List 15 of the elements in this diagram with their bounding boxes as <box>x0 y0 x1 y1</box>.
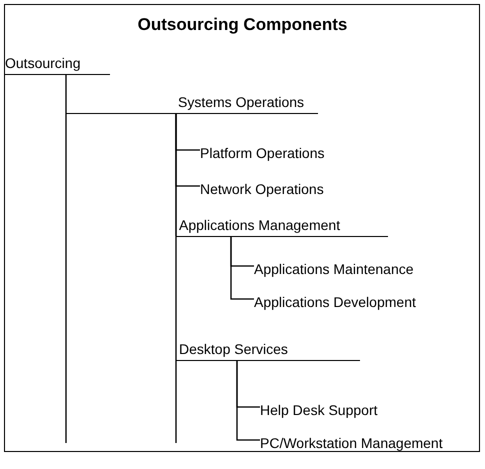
title: Outsourcing Components <box>136 14 348 36</box>
connector-line <box>65 74 67 113</box>
tree-item: Applications Maintenance <box>254 256 444 276</box>
tree-item: PC/Workstation Management <box>260 430 475 450</box>
underlined-heading: Applications Management <box>176 218 388 237</box>
tree-item: Applications Development <box>254 289 444 309</box>
underlined-heading: Desktop Services <box>176 342 360 361</box>
tree-item: Network Operations <box>200 176 340 196</box>
underlined-heading: Outsourcing <box>5 56 110 75</box>
connector-line <box>236 360 260 441</box>
tree-item: Help Desk Support <box>260 397 410 417</box>
connector-line <box>175 113 177 360</box>
connector-line <box>230 236 254 300</box>
underlined-heading: Systems Operations <box>66 95 318 114</box>
tree-item: Platform Operations <box>200 140 340 160</box>
